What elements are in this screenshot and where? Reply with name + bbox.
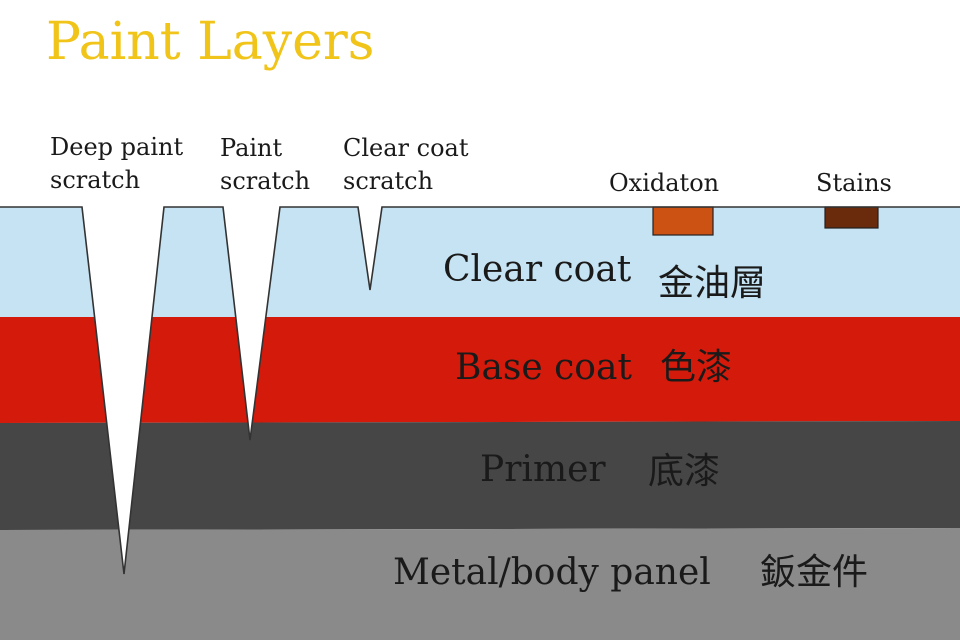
oxidation-patch	[652, 206, 714, 236]
outline-surface	[0, 206, 960, 575]
primer-label: Primer	[480, 449, 606, 490]
diagram-title: Paint Layers	[46, 12, 375, 72]
metal-panel-label-cjk: 鈑金件	[760, 552, 869, 593]
clear-coat-label-cjk: 金油層	[658, 263, 767, 304]
label-paint-scratch: Paint scratch	[220, 134, 311, 195]
paint-scratch	[223, 207, 280, 440]
primer-label-cjk: 底漆	[648, 451, 721, 492]
metal-panel-label: Metal/body panel	[393, 552, 711, 593]
layer-metal-panel	[0, 528, 960, 640]
base-coat-label: Base coat	[455, 347, 632, 388]
label-clear-coat-scratch: Clear coat scratch	[343, 134, 469, 195]
stains-patch	[824, 206, 879, 229]
label-stains: Stains	[816, 169, 892, 197]
deep-paint-scratch	[82, 207, 164, 574]
label-deep-paint-scratch: Deep paint scratch	[50, 133, 184, 194]
layer-primer	[0, 421, 960, 530]
clear-coat-scratch	[358, 207, 382, 290]
clear-coat-label: Clear coat	[443, 249, 632, 290]
base-coat-label-cjk: 色漆	[660, 347, 733, 388]
label-oxidation: Oxidaton	[609, 169, 720, 197]
